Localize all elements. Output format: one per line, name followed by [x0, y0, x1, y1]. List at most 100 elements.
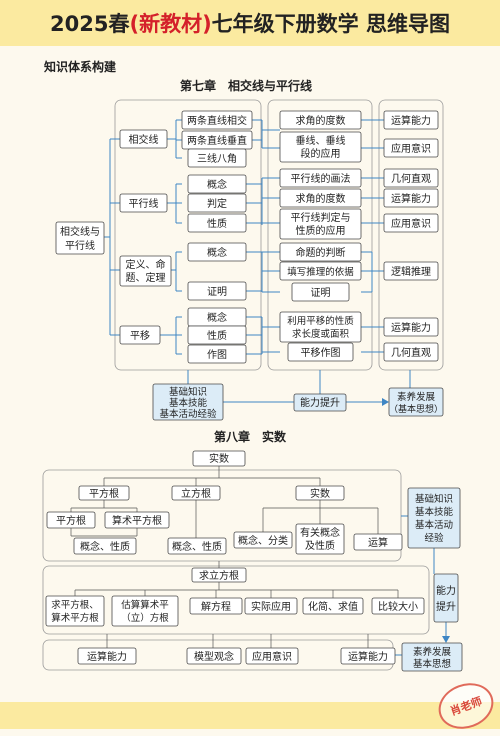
ch8-node-row4	[302, 597, 364, 615]
ch7-node-label: 性质	[207, 329, 227, 342]
ch7-group-literacy	[378, 99, 444, 371]
page-title: 2025春(新教材)七年级下册数学 思维导图	[0, 0, 500, 46]
ch8-node-label: 算术平方根	[51, 612, 99, 624]
ch7-literacy-box	[388, 387, 444, 417]
ch7-node-l4	[383, 138, 439, 158]
ch7-node-label: 利用平移的性质	[287, 315, 354, 327]
ch7-node-l2	[181, 110, 253, 130]
ch7-node-label: 逻辑推理	[391, 265, 431, 278]
ch8-node-row4	[45, 595, 105, 627]
ch7-node-dingyi	[119, 255, 172, 287]
ch8-node-label: 有关概念	[300, 526, 340, 539]
ch8-node-row5	[186, 647, 242, 665]
ch7-node-l3	[279, 242, 362, 262]
section-title: 知识体系构建	[44, 60, 117, 74]
ch8-side-line: 经验	[424, 532, 444, 544]
ch7-node-label: 两条直线垂直	[187, 134, 247, 147]
ch8-literacy-box	[401, 642, 463, 672]
ch7-node-l2	[187, 174, 247, 194]
ch8-node-label: 概念、性质	[80, 540, 130, 553]
ch8-node-row4	[111, 595, 179, 627]
ch7-node-label: 几何直观	[391, 172, 431, 185]
ch7-root-line2: 平行线	[65, 239, 95, 252]
ch8-node-row2	[295, 523, 345, 555]
ch8-node-label: 求平方根、	[51, 599, 99, 611]
ch8-literacy-line: 基本思想	[413, 658, 452, 670]
ch8-node-label: 运算	[368, 536, 388, 549]
ch8-node-label: 应用意识	[252, 650, 292, 663]
ch7-node-label: 相交线	[129, 133, 159, 146]
ch8-node-label: 实数	[310, 487, 330, 500]
ch7-node-label: 运算能力	[391, 321, 431, 334]
ch8-node-row5	[77, 647, 137, 665]
ch8-root-box	[192, 450, 246, 467]
ch7-node-l4	[383, 317, 439, 337]
ch7-node-l3	[279, 208, 362, 240]
ch7-literacy-line: （基本思想）	[389, 403, 443, 415]
ch8-node-row4	[189, 597, 243, 615]
ch7-node-label: 性质	[207, 217, 227, 230]
ch7-ability-box	[293, 393, 347, 412]
ch7-node-label: 概念	[207, 178, 227, 191]
ch7-node-label: 几何直观	[391, 346, 431, 359]
ch7-node-label: 平行线	[129, 197, 159, 210]
ch8-node-label: 求立方根	[199, 569, 239, 582]
ch8-node-label: 解方程	[201, 600, 231, 613]
ch8-cube-root-box	[191, 567, 247, 583]
ch7-node-l3	[279, 131, 362, 163]
title-highlight: (新教材)	[129, 12, 212, 36]
ch8-node-label: 运算能力	[87, 650, 127, 663]
ch7-basics-line: 基本技能	[169, 397, 208, 409]
ch8-node-label: 立方根	[181, 487, 211, 500]
ch8-node-row2	[104, 511, 170, 529]
ch8-node-row5	[245, 647, 299, 665]
ch7-node-pingxingxian	[119, 193, 168, 213]
footer-bar	[0, 702, 500, 729]
ch7-node-label: 求角的度数	[296, 114, 346, 127]
ch7-node-l2	[187, 281, 247, 301]
ch7-title: 第七章 相交线与平行线	[180, 78, 312, 93]
ch7-node-label: 段的应用	[301, 147, 341, 160]
ch8-node-label: 概念、性质	[172, 540, 222, 553]
ch7-node-label: 作图	[207, 349, 227, 361]
ch8-node-label: 比较大小	[378, 600, 418, 613]
ch7-node-l4	[383, 261, 439, 281]
ch7-node-l3	[287, 342, 354, 362]
ch8-node-label: 平方根	[89, 487, 119, 500]
ch8-title: 第八章 实数	[214, 429, 287, 444]
ch8-node-label: 算术平方根	[112, 514, 162, 527]
ch8-node-row4	[244, 597, 298, 615]
ch8-side-line: 基本技能	[415, 506, 454, 518]
ch7-basics-line: 基本活动经验	[159, 408, 217, 420]
ch7-node-label: 证明	[311, 287, 331, 299]
stamp-text: 肖老师	[448, 694, 484, 719]
ch7-node-label: 填写推理的依据	[287, 266, 354, 278]
ch8-node-label: 及性质	[305, 539, 335, 552]
ch7-node-l3	[279, 311, 362, 343]
ch7-node-label: 三线八角	[197, 152, 237, 165]
ch7-node-label: 求角的度数	[296, 192, 346, 205]
ch7-node-l2	[187, 325, 247, 345]
ch7-basics-box	[152, 383, 224, 421]
ch7-node-label: 垂线、垂线	[296, 134, 346, 147]
ch7-basics-line: 基础知识	[169, 386, 207, 398]
ch7-node-label: 求长度或面积	[292, 328, 350, 340]
ch7-node-l4	[383, 213, 439, 233]
ch7-node-l2	[187, 344, 247, 364]
ch7-node-label: 平行线的画法	[291, 172, 351, 185]
ch7-node-l4	[383, 188, 439, 208]
ch7-node-l3	[291, 282, 350, 302]
ch7-node-l2	[187, 242, 247, 262]
ch8-ability-box	[433, 573, 459, 623]
ch7-node-l3	[279, 261, 362, 281]
ch7-node-label: 证明	[207, 286, 227, 298]
ch7-root-line1: 相交线与	[60, 225, 100, 238]
ch7-connectors	[104, 119, 411, 406]
ch7-node-label: 应用意识	[391, 217, 431, 230]
ch7-node-label: 概念	[207, 246, 227, 259]
ch7-node-label: 平行线判定与	[291, 211, 351, 224]
ch7-ability-label: 能力提升	[300, 396, 340, 409]
ch7-root-box	[55, 221, 105, 255]
ch7-node-l4	[383, 168, 439, 188]
ch8-node-label: 概念、分类	[238, 534, 288, 547]
